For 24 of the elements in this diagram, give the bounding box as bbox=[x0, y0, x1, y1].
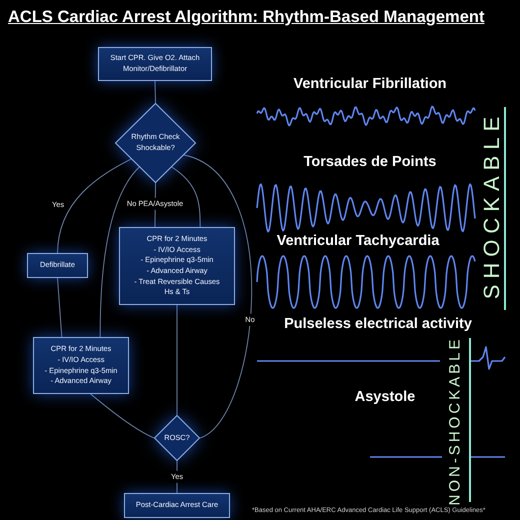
title: ACLS Cardiac Arrest Algorithm: Rhythm-Based Management bbox=[8, 8, 484, 27]
decision-diamond bbox=[154, 415, 200, 461]
vertical-label: SHOCKABLE bbox=[479, 110, 505, 300]
rhythm-title: Torsades de Points bbox=[304, 154, 436, 170]
connector-line bbox=[90, 394, 154, 438]
process-box bbox=[124, 493, 230, 518]
connector-line bbox=[176, 304, 178, 416]
process-box bbox=[119, 227, 235, 305]
rhythm-title: Ventricular Fibrillation bbox=[293, 76, 447, 92]
connector-line bbox=[154, 80, 156, 104]
connector-line bbox=[176, 460, 178, 494]
connector-line bbox=[100, 166, 140, 338]
rhythm-title: Pulseless electrical activity bbox=[284, 316, 472, 332]
vertical-label: NON-SHOCKABLE bbox=[446, 336, 464, 506]
connector-line bbox=[57, 278, 62, 338]
process-box bbox=[98, 47, 212, 81]
process-box bbox=[33, 337, 129, 394]
connector-line bbox=[57, 158, 132, 254]
process-box bbox=[27, 253, 88, 278]
rhythm-title: Asystole bbox=[354, 389, 416, 405]
rhythm-title: Ventricular Tachycardia bbox=[276, 233, 440, 249]
connector-line bbox=[183, 154, 252, 438]
connector-line bbox=[171, 166, 201, 228]
decision-diamond bbox=[115, 103, 196, 183]
